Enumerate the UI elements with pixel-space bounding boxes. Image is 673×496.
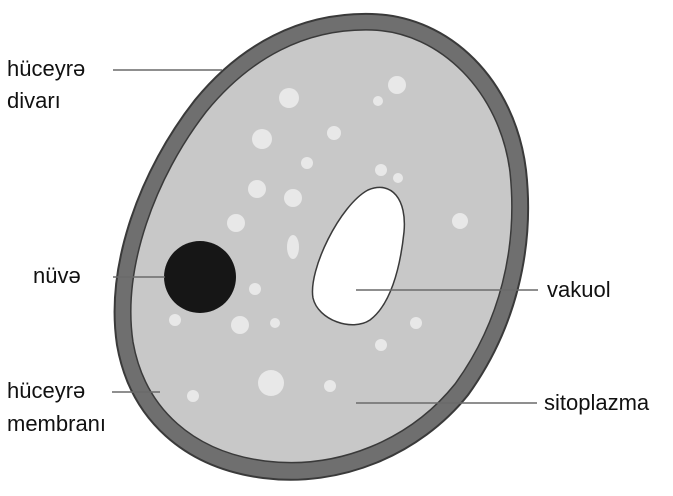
cell-membrane-label-line2: membranı [7,410,106,438]
granule [375,164,387,176]
nucleus-label: nüvə [33,262,81,290]
granule [284,189,302,207]
granule [252,129,272,149]
granule [227,214,245,232]
granule [373,96,383,106]
granule [287,235,299,259]
granule [410,317,422,329]
granule [279,88,299,108]
granule [393,173,403,183]
granule [327,126,341,140]
granule [301,157,313,169]
granule [249,283,261,295]
nucleus [164,241,236,313]
cytoplasm-label: sitoplazma [544,389,649,417]
granule [169,314,181,326]
granule [258,370,284,396]
vacuole-label: vakuol [547,276,611,304]
granule [375,339,387,351]
granule [452,213,468,229]
cell-membrane-label-line1: hüceyrə [7,377,85,405]
granule [187,390,199,402]
granule [248,180,266,198]
cell-wall-label-line2: divarı [7,87,61,115]
granule [388,76,406,94]
granule [231,316,249,334]
cell-wall-label-line1: hüceyrə [7,55,85,83]
granule [270,318,280,328]
granule [324,380,336,392]
